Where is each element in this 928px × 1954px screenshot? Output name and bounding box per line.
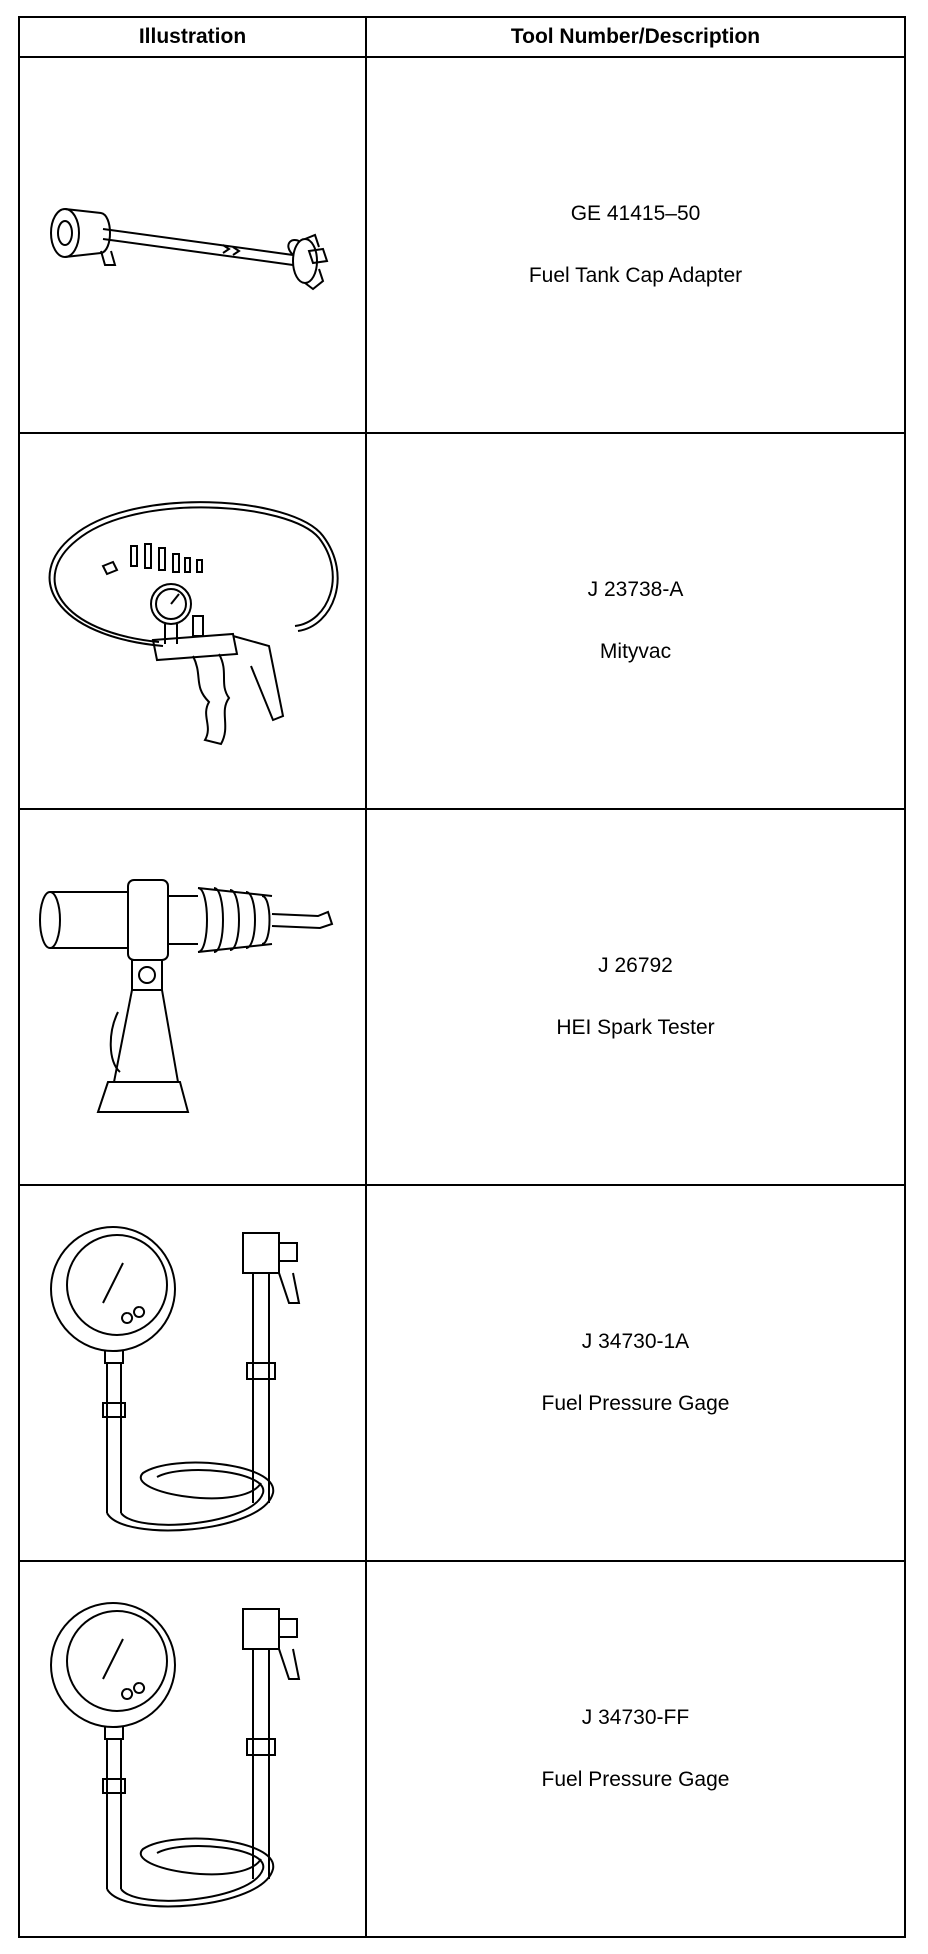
tool-number: GE 41415–50 <box>570 202 701 225</box>
tool-number: J 34730-1A <box>581 1330 690 1353</box>
mityvac-icon <box>48 501 339 746</box>
description-cell: J 34730-FF Fuel Pressure Gage <box>367 1562 904 1936</box>
tool-number: J 26792 <box>598 954 673 977</box>
illustration-cell <box>20 810 367 1184</box>
table-row: J 23738-A Mityvac <box>20 434 904 810</box>
tool-number: J 34730-FF <box>581 1706 690 1729</box>
table-row: J 34730-FF Fuel Pressure Gage <box>20 1562 904 1936</box>
table-row: J 34730-1A Fuel Pressure Gage <box>20 1186 904 1562</box>
tool-number: J 23738-A <box>587 578 684 601</box>
tool-description: Mityvac <box>599 640 672 663</box>
description-cell: J 34730-1A Fuel Pressure Gage <box>367 1186 904 1560</box>
table-row: J 26792 HEI Spark Tester <box>20 810 904 1186</box>
fuel-pressure-gage-icon <box>49 1602 300 1908</box>
tool-description: Fuel Pressure Gage <box>541 1392 730 1415</box>
description-cell: J 26792 HEI Spark Tester <box>367 810 904 1184</box>
table-row: GE 41415–50 Fuel Tank Cap Adapter <box>20 58 904 434</box>
header-tool: Tool Number/Description <box>510 25 761 48</box>
tool-table: Illustration Tool Number/Description GE … <box>18 16 906 1938</box>
description-cell: GE 41415–50 Fuel Tank Cap Adapter <box>367 58 904 432</box>
spark-tester-icon <box>38 879 333 1113</box>
illustration-cell <box>20 58 367 432</box>
illustration-cell <box>20 434 367 808</box>
tool-description: Fuel Tank Cap Adapter <box>528 264 743 287</box>
fuel-tank-cap-adapter-icon <box>49 208 328 291</box>
tool-description: HEI Spark Tester <box>556 1016 715 1039</box>
tool-description: Fuel Pressure Gage <box>541 1768 730 1791</box>
fuel-pressure-gage-icon <box>49 1226 300 1532</box>
description-cell: J 23738-A Mityvac <box>367 434 904 808</box>
illustration-cell <box>20 1186 367 1560</box>
header-illustration: Illustration <box>20 18 367 56</box>
illustration-cell <box>20 1562 367 1936</box>
table-header: Illustration Tool Number/Description <box>20 18 904 58</box>
